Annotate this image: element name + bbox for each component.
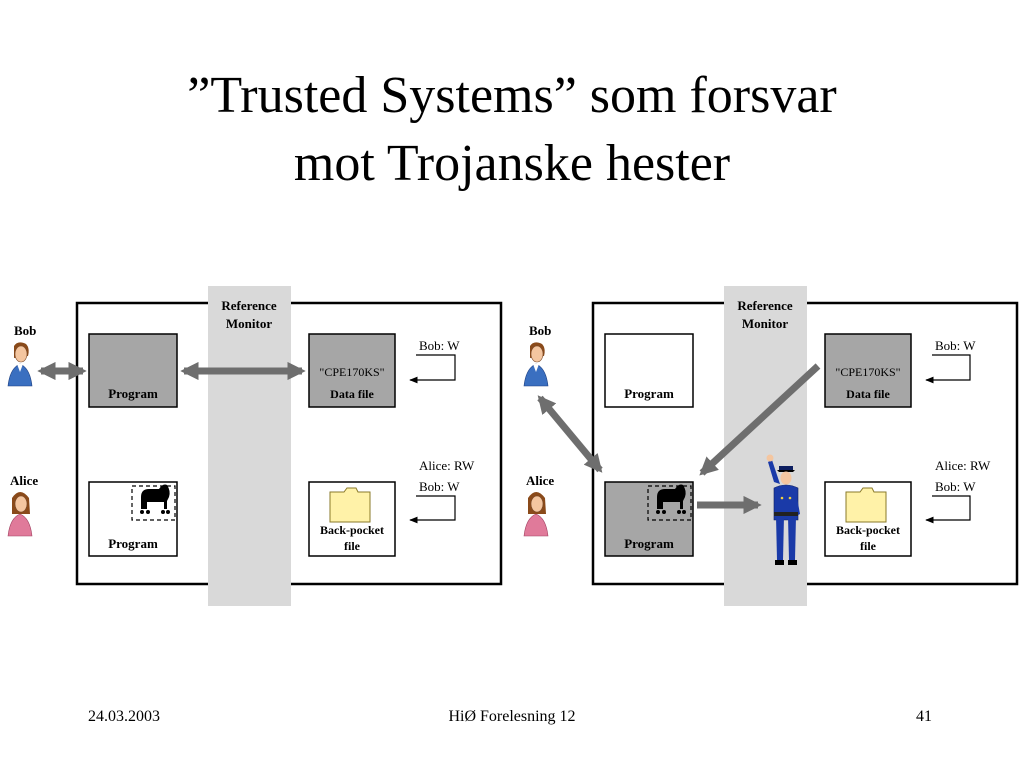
left-data-acl: Bob: W [419, 338, 460, 353]
right-folder-icon [845, 487, 887, 523]
footer-page-number: 41 [916, 708, 932, 725]
right-panel: Reference Monitor Bob Alice Program Prog… [523, 286, 1019, 606]
left-program-alice-label: Program [108, 536, 158, 551]
left-data-acl-pointer [409, 354, 456, 384]
title-line-1: ”Trusted Systems” som forsvar [187, 67, 837, 124]
right-arrow-datafile-program [699, 363, 821, 476]
right-data-file-label: Data file [846, 387, 890, 401]
right-rm-label-1: Reference [737, 298, 793, 313]
left-rm-label-1: Reference [221, 298, 277, 313]
left-data-file-name: "CPE170KS" [319, 365, 384, 379]
left-data-file-label: Data file [330, 387, 374, 401]
right-data-acl: Bob: W [935, 338, 976, 353]
left-backpocket-label-2: file [344, 539, 361, 553]
right-bp-acl-1: Alice: RW [935, 458, 991, 473]
left-alice-label: Alice [10, 473, 38, 488]
left-data-file [308, 333, 396, 408]
right-data-file [824, 333, 912, 408]
right-bob-label: Bob [529, 323, 551, 338]
right-alice-label: Alice [526, 473, 554, 488]
policeman-icon [766, 454, 800, 565]
slide-title: ”Trusted Systems” som forsvar mot Trojan… [0, 62, 1024, 198]
right-backpocket-label-1: Back-pocket [836, 523, 900, 537]
right-data-acl-pointer [925, 354, 971, 384]
right-data-file-name: "CPE170KS" [835, 365, 900, 379]
right-bob-icon [523, 341, 549, 387]
left-alice-icon [7, 491, 33, 537]
left-trojan-box [131, 485, 176, 521]
left-program-bob [88, 333, 178, 408]
left-panel: Reference Monitor Bob Alice Program Prog… [7, 286, 503, 606]
right-trojan-box [647, 485, 692, 521]
left-reference-monitor-band [208, 286, 291, 606]
right-program-bottom-label: Program [624, 536, 674, 551]
title-line-2: mot Trojanske hester [293, 135, 731, 192]
left-bob-label: Bob [14, 323, 36, 338]
left-bp-acl-2: Bob: W [419, 479, 460, 494]
left-folder-icon [329, 487, 371, 523]
right-program-top [604, 333, 694, 408]
right-bp-acl-pointer [925, 495, 971, 524]
right-backpocket-label-2: file [860, 539, 877, 553]
footer-center: HiØ Forelesning 12 [448, 708, 576, 725]
right-arrow-bob-program [537, 395, 603, 473]
left-program-bob-label: Program [108, 386, 158, 401]
right-program-top-label: Program [624, 386, 674, 401]
right-rm-label-2: Monitor [742, 316, 788, 331]
left-backpocket-label-1: Back-pocket [320, 523, 384, 537]
left-bp-acl-pointer [409, 495, 456, 524]
left-bob-icon [7, 341, 33, 387]
right-bp-acl-2: Bob: W [935, 479, 976, 494]
right-alice-icon [523, 491, 549, 537]
left-bp-acl-1: Alice: RW [419, 458, 475, 473]
footer-date: 24.03.2003 [88, 708, 160, 725]
left-rm-label-2: Monitor [226, 316, 272, 331]
